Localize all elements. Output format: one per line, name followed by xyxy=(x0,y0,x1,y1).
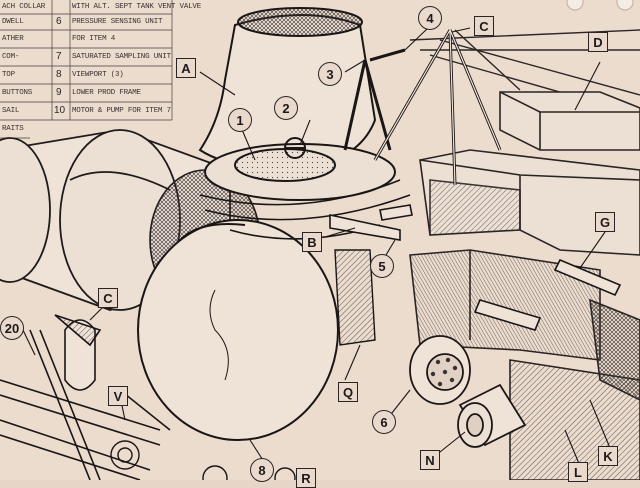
callout-l: L xyxy=(568,462,588,482)
callout-20: 20 xyxy=(0,316,24,340)
legend-row-left: COM- xyxy=(2,53,20,61)
legend-row-left: ATHER xyxy=(2,35,24,43)
callout-b: B xyxy=(302,232,322,252)
legend-row-right: SATURATED SAMPLING UNIT xyxy=(72,53,171,61)
legend-row-left: DWELL xyxy=(2,18,24,26)
legend-row-right: MOTOR & PUMP FOR ITEM 7 xyxy=(72,107,171,115)
main-box xyxy=(419,149,640,256)
callout-c-left: C xyxy=(98,288,118,308)
paper-hole xyxy=(616,0,634,11)
paper-hole xyxy=(566,0,584,11)
callout-1: 1 xyxy=(228,108,252,132)
callout-4: 4 xyxy=(418,6,442,30)
callout-v: V xyxy=(108,386,128,406)
legend-row-right: LOWER PROD FRAME xyxy=(72,89,141,97)
parts-legend: ACH COLLAR WITH ALT. SEPT TANK VENT VALV… xyxy=(0,0,201,148)
callout-2: 2 xyxy=(274,96,298,120)
callout-q: Q xyxy=(338,382,358,402)
callout-d: D xyxy=(588,32,608,52)
tripod-frame-inner xyxy=(374,29,501,186)
legend-row-left: RAITS xyxy=(2,125,24,133)
equipment-box-d xyxy=(499,91,640,151)
cylinder-n xyxy=(457,383,527,448)
motor-unit xyxy=(409,335,471,405)
legend-row-left: TOP xyxy=(2,71,15,79)
front-sphere xyxy=(137,219,339,441)
pipework xyxy=(329,204,622,331)
callout-8: 8 xyxy=(250,458,274,482)
callout-c-top: C xyxy=(474,16,494,36)
callout-g: G xyxy=(595,212,615,232)
leader-lines xyxy=(21,27,611,469)
legend-row-number: 8 xyxy=(56,69,62,80)
callout-5: 5 xyxy=(370,254,394,278)
legend-row-right: FOR ITEM 4 xyxy=(72,35,116,43)
legend-row-left: SAIL xyxy=(2,107,20,115)
hatched-panel-q xyxy=(334,249,376,346)
callout-6: 6 xyxy=(372,410,396,434)
left-capsule xyxy=(54,314,102,391)
legend-row-left: ACH COLLAR xyxy=(2,3,46,11)
callout-r-bottom: R xyxy=(296,468,316,488)
legend-row-number: 7 xyxy=(56,51,62,62)
legend-row-right: VIEWPORT (3) xyxy=(72,71,124,79)
legend-row-left: BUTTONS xyxy=(2,89,33,97)
callout-n: N xyxy=(420,450,440,470)
legend-row-number: 10 xyxy=(54,105,66,116)
callout-k: K xyxy=(598,446,618,466)
legend-row-number: 6 xyxy=(56,16,62,27)
callout-3: 3 xyxy=(318,62,342,86)
legend-row-right: WITH ALT. SEPT TANK VENT VALVE xyxy=(72,3,202,11)
callout-a: A xyxy=(176,58,196,78)
legend-row-right: PRESSURE SENSING UNIT xyxy=(72,18,163,26)
lower-rails xyxy=(0,329,171,480)
wheel-details xyxy=(110,440,296,480)
legend-row-number: 9 xyxy=(56,87,62,98)
